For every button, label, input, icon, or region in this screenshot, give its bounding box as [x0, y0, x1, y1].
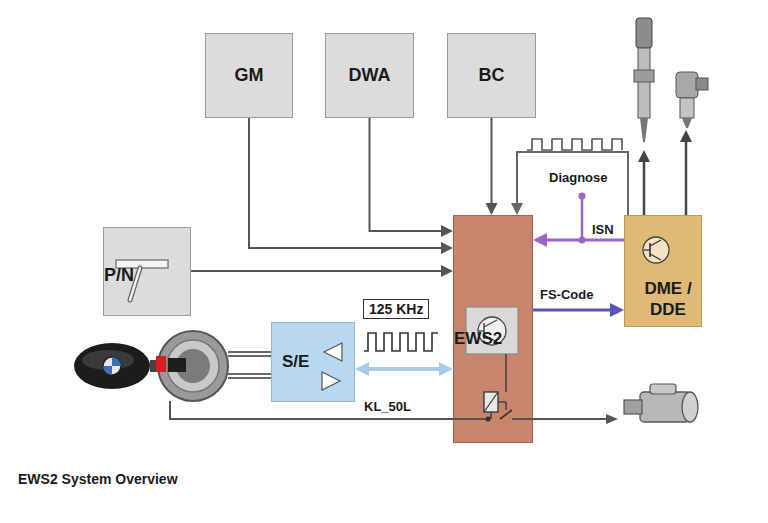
terminal-label: KL_50L: [364, 399, 411, 414]
connector-line: [533, 309, 611, 312]
node-label: GM: [235, 65, 264, 87]
connector-line: [517, 152, 628, 215]
connector-line: [368, 367, 440, 371]
transistor-symbol: [643, 237, 669, 263]
node-label: DME / DDE: [639, 279, 697, 320]
node-label: DWA: [349, 65, 391, 87]
control-unit-box: EWS2: [453, 215, 533, 443]
frequency-label: 125 KHz: [363, 299, 429, 319]
connector-line: [249, 118, 442, 248]
signal-connector: [533, 303, 624, 317]
label-holder: KL_50L: [364, 399, 411, 414]
label-holder: Diagnose: [549, 170, 608, 185]
connector-line: [191, 270, 442, 272]
injector-outputs: [638, 130, 692, 215]
engine-control-box: DME / DDE: [624, 215, 702, 327]
node-label: BC: [479, 65, 505, 87]
selector-lever: [116, 260, 168, 300]
diagnose-line: [579, 193, 586, 244]
caption-holder: EWS2 System Overview: [18, 471, 178, 487]
arrowhead: [486, 203, 498, 215]
signal-connector: [370, 118, 454, 237]
module-box: GM: [205, 33, 293, 118]
arrowhead: [355, 362, 369, 376]
transceiver-box: S/E: [271, 322, 355, 402]
arrowhead: [439, 362, 453, 376]
label-holder: 125 KHz: [363, 299, 429, 319]
signal-label: FS-Code: [540, 287, 593, 302]
selector-box: P/N: [103, 227, 191, 316]
connector-line: [546, 239, 624, 242]
signal-connector: [249, 118, 453, 254]
node-label: P/N: [104, 265, 134, 287]
injector-illustration: [634, 18, 708, 142]
signal-connector: [486, 118, 498, 215]
arrowhead: [533, 233, 547, 247]
connector-line: [491, 118, 493, 204]
antenna-wires: [228, 352, 271, 378]
signal-wave: [527, 139, 622, 150]
label-holder: FS-Code: [540, 287, 593, 302]
signal-label: ISN: [592, 222, 614, 237]
amplifier-symbol: [322, 343, 342, 390]
connector-line: [370, 118, 443, 231]
arrowhead: [610, 303, 624, 317]
signal-connector: [355, 362, 453, 376]
module-box: BC: [447, 33, 536, 118]
signal-wave: [364, 333, 438, 351]
signal-label: Diagnose: [549, 170, 608, 185]
arrowhead: [441, 242, 453, 254]
arrowhead: [441, 225, 453, 237]
ews2-internals: [466, 307, 518, 419]
module-box: DWA: [325, 33, 414, 118]
key-illustration: [74, 331, 228, 401]
signal-connector: [511, 152, 628, 215]
starter-motor: [624, 384, 698, 422]
signal-connector: [191, 265, 453, 277]
arrowhead: [511, 203, 523, 215]
node-label: S/E: [282, 352, 309, 372]
arrowhead: [441, 265, 453, 277]
label-holder: ISN: [592, 222, 614, 237]
figure-caption: EWS2 System Overview: [18, 471, 178, 487]
node-label: EWS2: [454, 329, 502, 349]
